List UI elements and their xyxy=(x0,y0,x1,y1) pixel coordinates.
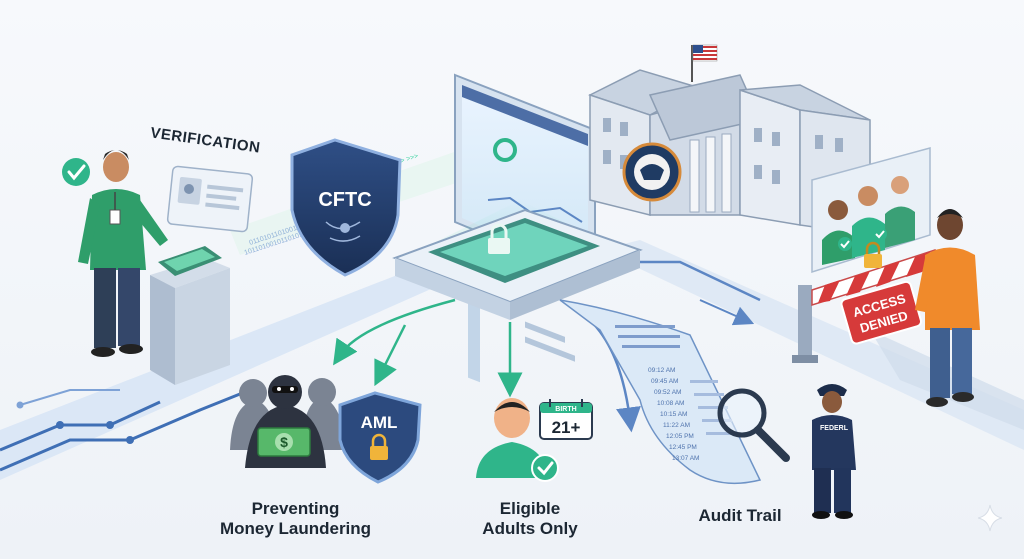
audit-times-list: 09:12 AM 09:45 AM 09:52 AM 10:08 AM 10:15 AM… xyxy=(648,367,699,462)
access-barrier: ACCESS DENIED xyxy=(792,241,939,363)
money-laundering-caption-line2: Money Laundering xyxy=(219,518,372,538)
federal-badge-label: FEDERL xyxy=(820,425,849,432)
eligible-adult-figure xyxy=(476,398,559,482)
federal-officer-figure: FEDERL xyxy=(812,384,856,519)
age-calendar: BIRTH 21+ xyxy=(539,399,593,440)
audit-time-entry: 09:52 AM xyxy=(654,389,681,396)
id-card-panel xyxy=(166,165,254,233)
money-launderers-group: $ xyxy=(230,375,346,468)
cftc-label: CFTC xyxy=(318,189,371,211)
audit-time-entry: 12:05 PM xyxy=(666,433,694,440)
data-path-left xyxy=(0,270,440,480)
eligible-adults-caption-line2: Adults Only xyxy=(482,518,578,538)
age-requirement-label: 21+ xyxy=(552,418,581,437)
calendar-birth-label: BIRTH xyxy=(555,406,576,413)
audit-time-entry: 10:08 AM xyxy=(657,400,684,407)
aml-label: AML xyxy=(361,413,398,432)
audit-time-entry: 09:45 AM xyxy=(651,378,678,385)
audit-log-scroll: 09:12 AM 09:45 AM 09:52 AM 10:08 AM 10:15 AM… xyxy=(559,299,762,485)
eligible-adults-caption-line1: Eligible xyxy=(499,499,561,518)
aml-shield: AML xyxy=(338,391,422,484)
regulator-building xyxy=(588,44,871,236)
audit-trail-caption: Audit Trail xyxy=(698,506,782,525)
verified-user-figure xyxy=(62,150,168,357)
audit-time-entry: 13:07 AM xyxy=(672,455,699,462)
denied-user-figure xyxy=(915,209,980,407)
audit-time-entry: 11:22 AM xyxy=(663,422,690,429)
approved-users-panel xyxy=(811,147,931,274)
eligible-adults-caption: Eligible Adults Only xyxy=(470,499,590,538)
verification-kiosk xyxy=(150,246,230,385)
money-laundering-caption: Preventing Money Laundering xyxy=(208,499,383,538)
audit-time-entry: 12:45 PM xyxy=(669,444,697,451)
cftc-shield: CFTC xyxy=(290,138,402,277)
secure-platform xyxy=(392,208,643,320)
audit-time-entry: 10:15 AM xyxy=(660,411,687,418)
svg-text:$: $ xyxy=(280,434,288,450)
sparkle-icon xyxy=(977,504,1003,532)
magnifying-glass-icon xyxy=(717,388,790,462)
audit-time-entry: 09:12 AM xyxy=(648,367,675,374)
money-laundering-caption-line1: Preventing xyxy=(251,499,340,518)
